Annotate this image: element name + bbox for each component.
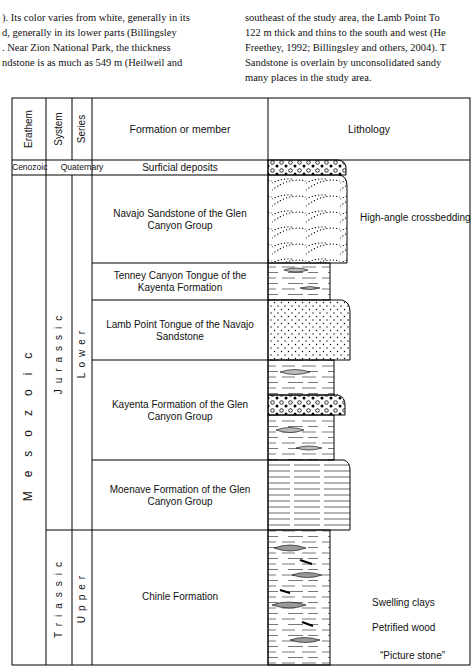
table-border xyxy=(12,98,470,665)
body-text: many places in the study area. xyxy=(245,72,372,84)
unit-boundary xyxy=(92,460,268,461)
conglomerate-bed xyxy=(268,395,345,415)
grid-line xyxy=(12,160,470,161)
moenave-siltstone xyxy=(268,460,350,530)
grid-line xyxy=(92,160,93,665)
series-name: Upper xyxy=(76,571,88,623)
surficial-pattern xyxy=(268,160,346,175)
kayenta-siltstone xyxy=(268,360,334,395)
column-header: Erathem xyxy=(23,110,35,148)
grid-line xyxy=(46,98,47,665)
system-name: Triassic xyxy=(53,556,65,638)
unit-name: Chinle Formation xyxy=(105,591,255,603)
sandstone-lens xyxy=(280,370,310,375)
body-text: ndstone is as much as 549 m (Heilweil an… xyxy=(2,57,182,69)
unit-name: Kayenta Formation of the Glen Canyon Gro… xyxy=(105,399,255,422)
grid-line xyxy=(72,98,73,160)
grid-line xyxy=(12,175,268,176)
lithology-note: High-angle crossbedding xyxy=(360,212,471,224)
column-header: Lithology xyxy=(274,123,464,135)
system-name: Quaternary xyxy=(59,163,105,173)
column-header: System xyxy=(53,112,65,145)
lithology-note: “Picture stone” xyxy=(380,650,445,662)
erathem-name: Mesozoic xyxy=(22,339,36,502)
grid-line xyxy=(92,98,93,160)
table-grid xyxy=(12,98,470,665)
body-text: d, generally in its lower parts (Billing… xyxy=(2,27,177,39)
dotted-sandstone xyxy=(268,300,350,360)
column-header: Formation or member xyxy=(95,123,265,135)
unit-boundary xyxy=(92,360,268,361)
petrified-wood-symbol xyxy=(280,560,313,626)
unit-name: Surficial deposits xyxy=(95,162,265,174)
crossbedded-sandstone xyxy=(268,175,347,263)
lithology-note: Swelling clays xyxy=(372,597,435,609)
sandstone-lens xyxy=(284,268,320,290)
channel-lens xyxy=(272,545,322,643)
grid-line xyxy=(72,175,73,665)
lithology-note: Petrified wood xyxy=(372,622,435,634)
column-header: Series xyxy=(76,115,88,143)
body-text: . Near Zion National Park, the thickness xyxy=(2,42,171,54)
chinle-mudstone xyxy=(268,530,330,665)
interbedded-siltstone xyxy=(268,263,330,300)
unit-boundary xyxy=(92,300,268,301)
body-text: southeast of the study area, the Lamb Po… xyxy=(245,12,440,24)
body-text: Freethey, 1992; Billingsley and others, … xyxy=(245,42,446,54)
series-name: Lower xyxy=(76,326,88,378)
unit-boundary xyxy=(92,263,268,264)
unit-boundary xyxy=(46,530,268,531)
body-text: ). Its color varies from white, generall… xyxy=(2,12,190,24)
sandstone-lens xyxy=(276,428,322,451)
unit-name: Lamb Point Tongue of the Navajo Sandston… xyxy=(105,319,255,342)
unit-name: Tenney Canyon Tongue of the Kayenta Form… xyxy=(105,270,255,293)
body-text: Sandstone is overlain by unconsolidated … xyxy=(245,57,441,69)
lithology-profile xyxy=(268,160,350,665)
erathem-name: Cenozoic xyxy=(12,163,46,173)
body-text: 122 m thick and thins to the south and w… xyxy=(245,27,446,39)
unit-name: Moenave Formation of the Glen Canyon Gro… xyxy=(105,484,255,507)
unit-name: Navajo Sandstone of the Glen Canyon Grou… xyxy=(105,208,255,231)
kayenta-siltstone xyxy=(268,415,334,460)
system-name: Jurassic xyxy=(53,310,65,395)
